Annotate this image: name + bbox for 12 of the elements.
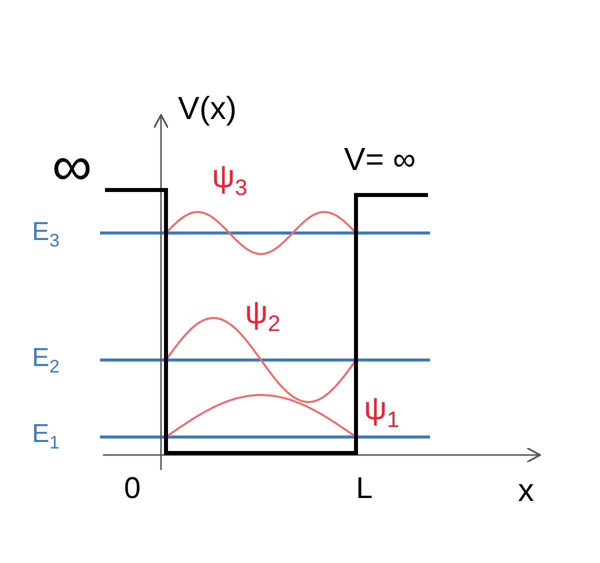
wavefunction-label: ψ$_{3}$ [212, 160, 248, 200]
energy-label: E$_{2}$ [32, 344, 60, 376]
wavefunction-label: ψ$_{2}$ [245, 296, 280, 336]
wavefunction-label: ψ$_{1}$ [364, 392, 400, 432]
energy-label: E$_{1}$ [32, 420, 60, 452]
infinity-label: ∞ [52, 138, 92, 194]
axis-tick-label: 0 [124, 474, 141, 504]
axis-tick-label: L [356, 474, 373, 504]
axis-label: x [518, 474, 534, 506]
axis-label: V(x) [178, 92, 237, 124]
energy-label: E$_{3}$ [32, 218, 60, 250]
potential-label: V= ∞ [344, 143, 416, 175]
